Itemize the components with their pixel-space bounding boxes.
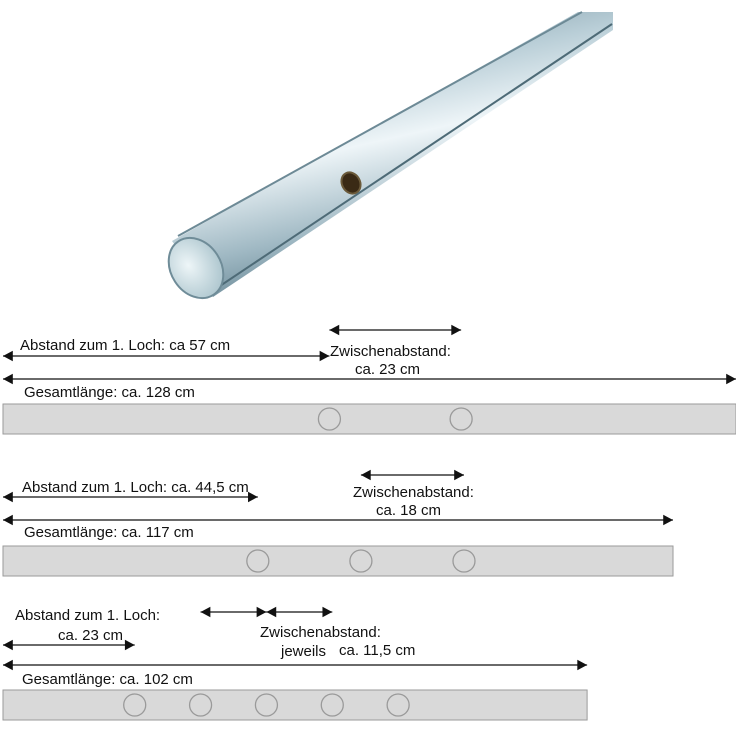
hole-2-1 — [246, 549, 270, 573]
rod-end-cap — [167, 236, 225, 300]
spacing-value-1: ca. 23 cm — [355, 361, 421, 378]
total-length-label-3: Gesamtlänge: ca. 102 cm — [22, 671, 193, 688]
hole-2-3 — [452, 549, 476, 573]
first-hole-label-2: Abstand zum 1. Loch: ca. 44,5 cm — [22, 479, 249, 496]
total-length-label-2: Gesamtlänge: ca. 117 cm — [24, 524, 194, 541]
spacing-value-2: ca. 18 cm — [376, 502, 442, 519]
spacing-title-2: Zwischenabstand: — [353, 484, 474, 501]
hole-2-2 — [349, 549, 373, 573]
first-hole-title-3: Abstand zum 1. Loch: — [15, 607, 161, 624]
hole-3-2 — [188, 693, 213, 717]
spacing-title-1: Zwischenabstand: — [330, 343, 451, 360]
rod-bar-3 — [2, 689, 588, 721]
spacing-prefix-3: jeweils — [281, 643, 327, 660]
hole-3-5 — [386, 693, 410, 717]
hole-1-1 — [317, 407, 342, 431]
first-hole-value-3: ca. 23 cm — [58, 627, 124, 644]
spacing-value-3: ca. 11,5 cm — [339, 642, 416, 659]
rod-hole — [340, 171, 362, 195]
hole-3-4 — [320, 693, 344, 717]
rod-body — [172, 11, 613, 297]
hole-3-1 — [123, 693, 147, 717]
hole-1-2 — [449, 407, 473, 431]
first-hole-label-1: Abstand zum 1. Loch: ca 57 cm — [20, 337, 231, 354]
total-length-label-1: Gesamtlänge: ca. 128 cm — [24, 384, 195, 401]
rod-bar-2 — [2, 545, 674, 577]
rod-bar-1 — [2, 403, 736, 435]
spacing-title-3: Zwischenabstand: — [260, 624, 381, 641]
hole-3-3 — [254, 693, 279, 717]
